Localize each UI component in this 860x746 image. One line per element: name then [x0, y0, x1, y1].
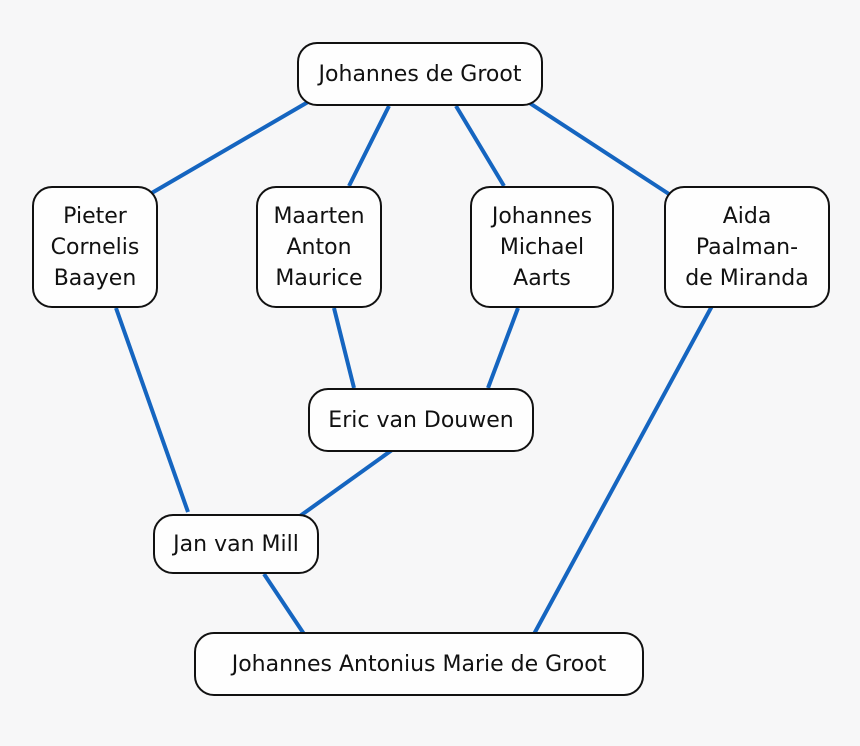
- node-johannes-antonius-marie-de-groot: Johannes Antonius Marie de Groot: [194, 632, 644, 696]
- edge-paalman-jamdg: [532, 305, 714, 635]
- node-aida-paalman-de-miranda: Aida Paalman- de Miranda: [664, 186, 830, 308]
- edge-root-maurice: [347, 105, 391, 187]
- edge-baayen-mill: [114, 307, 190, 513]
- edge-root-aarts: [454, 104, 506, 188]
- node-jan-van-mill: Jan van Mill: [153, 514, 319, 574]
- edge-root-baayen: [148, 100, 310, 196]
- edge-mill-jamdg: [262, 572, 306, 636]
- node-johannes-michael-aarts: Johannes Michael Aarts: [470, 186, 614, 308]
- node-eric-van-douwen: Eric van Douwen: [308, 388, 534, 452]
- node-pieter-cornelis-baayen: Pieter Cornelis Baayen: [32, 186, 158, 308]
- node-maarten-anton-maurice: Maarten Anton Maurice: [256, 186, 382, 308]
- edge-aarts-douwen: [486, 307, 520, 389]
- node-johannes-de-groot: Johannes de Groot: [297, 42, 543, 106]
- edge-root-paalman: [526, 100, 674, 198]
- edge-douwen-mill: [298, 448, 394, 518]
- edge-maurice-douwen: [332, 307, 356, 389]
